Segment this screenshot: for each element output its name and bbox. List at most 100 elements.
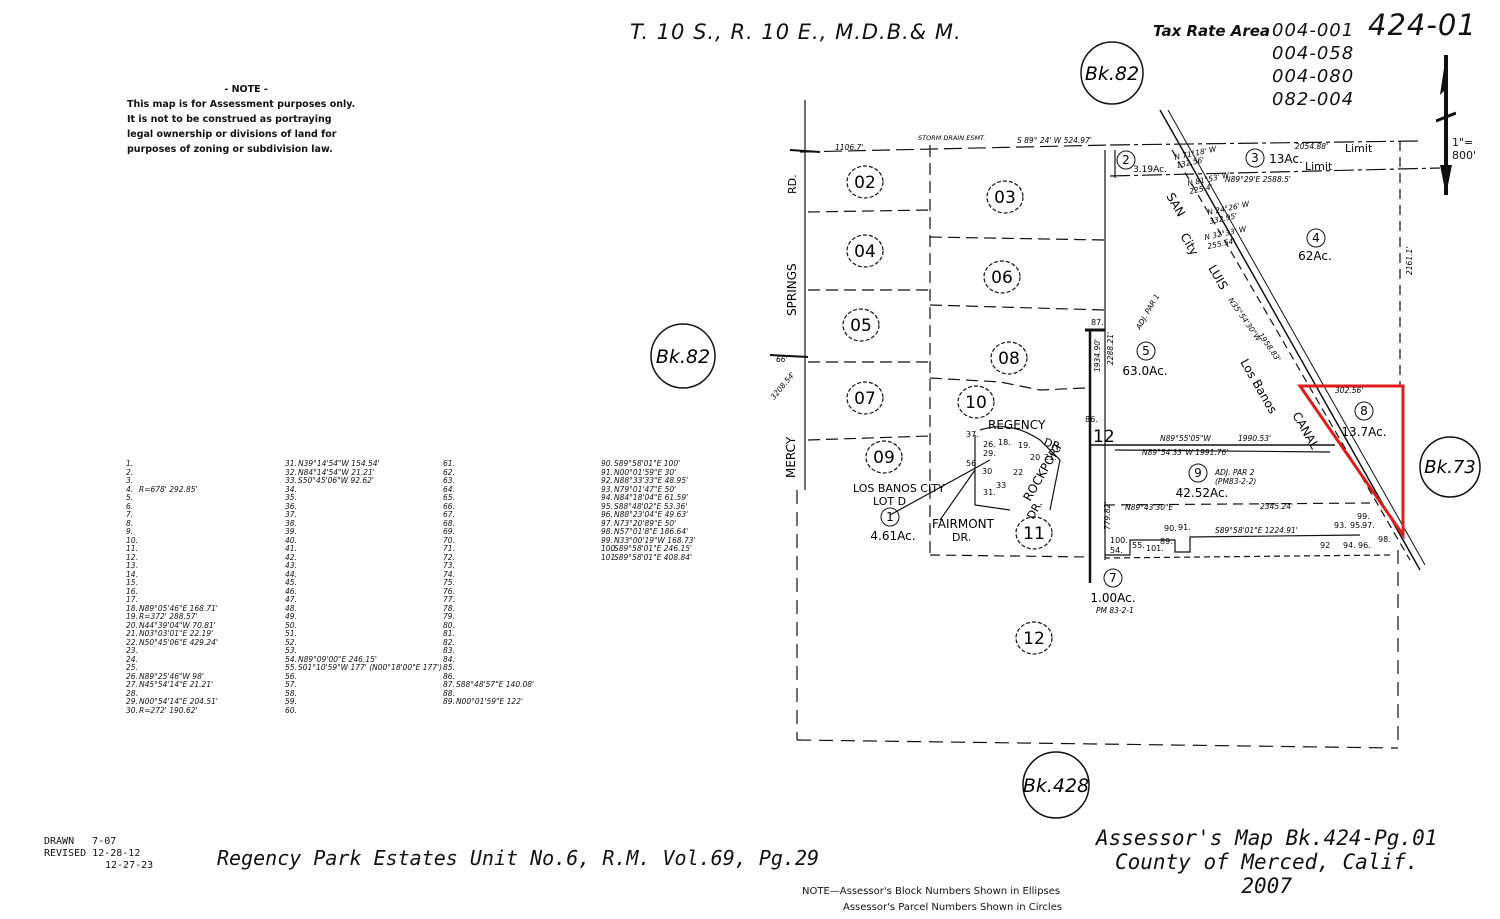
bearing-number: 27.: [126, 680, 138, 689]
bearing-value: R=678' 292.85': [139, 484, 198, 494]
canal-label: Los Banos: [1237, 357, 1279, 417]
easement-label: STORM DRAIN ESMT.: [918, 134, 985, 142]
bearing-number: 12.: [126, 552, 138, 562]
bearing-number: 75.: [443, 578, 455, 587]
bearing-value: S88°48'57"E 140.08': [456, 680, 535, 689]
limit-line: [1109, 140, 1421, 146]
bearing-row: 53.: [285, 646, 442, 656]
bearing-table-col4: 90.S89°58'01"E 100'91.N00°01'59"E 30'92.…: [601, 459, 696, 562]
parcel-number: 3: [1251, 151, 1259, 165]
bearing-row: 51.: [285, 629, 442, 639]
bearing-number: 4.: [126, 484, 134, 494]
bearing-number: 95.: [601, 501, 613, 511]
bearing-row: 59.: [285, 697, 442, 707]
bearing-number: 14.: [126, 569, 138, 579]
bearing-value: N89°09'00"E 246.15': [298, 654, 377, 664]
bearing-row: 91.N00°01'59"E 30': [601, 468, 696, 478]
bearing-number: 71.: [443, 544, 455, 553]
bearing-value: N88°33'33"E 48.95': [614, 476, 689, 485]
bearing-row: 34.: [285, 485, 442, 495]
bearing-number: 11.: [126, 544, 138, 553]
bearing-value: N88°23'04"E 49.63': [614, 510, 689, 519]
bearing-row: 18.N89°05'46"E 168.71': [126, 603, 218, 614]
street-line: [789, 149, 821, 153]
bearing-table-col1: 1.2.3.4.R=678' 292.85'5.6.7.8.9.10.11.12…: [126, 459, 218, 715]
line-number: 101.: [1146, 544, 1164, 553]
bearing-number: 77.: [443, 595, 455, 604]
bearing-row: 81.: [443, 629, 534, 639]
adj-par-label: ADJ. PAR 2: [1214, 468, 1255, 477]
lot-line: [929, 377, 1086, 391]
dimension-label: 1958.83': [1256, 331, 1282, 363]
bearing-row: 15.: [126, 578, 218, 588]
dimension-label: 2345.24': [1260, 502, 1293, 511]
bearing-row: 12.: [126, 552, 218, 563]
bearing-row: 8.: [126, 519, 218, 529]
lot-line: [1104, 554, 1391, 559]
assessor-line: County of Merced, Calif.: [1114, 850, 1419, 874]
bearing-number: 84.: [443, 654, 455, 664]
bearing-table-col2: 31.N39°14'54"W 154.54'32.N84°14'54"W 21.…: [285, 459, 442, 715]
parcel-area: 4.61Ac.: [870, 529, 915, 543]
bearing-row: 62.: [443, 468, 534, 478]
sub-block-label: 10: [965, 393, 987, 413]
north-arrow-icon: [1436, 55, 1456, 195]
line-number: 54.: [1110, 546, 1123, 555]
bearing-value: N57°01'8"E 186.64': [614, 527, 689, 536]
bearing-number: 93.: [601, 484, 613, 494]
dimension-label: S 89° 24' W 524.97': [1017, 136, 1092, 145]
line-number: 97.: [1362, 521, 1375, 530]
dimension-label: 2161.1': [1405, 247, 1414, 275]
bearing-number: 13.: [126, 561, 138, 570]
bearing-row: 36.: [285, 502, 442, 512]
bearing-number: 97.: [601, 518, 613, 528]
dimension-label: N89°55'05"W: [1160, 434, 1212, 443]
bearing-number: 46.: [285, 586, 297, 596]
bearing-number: 17.: [126, 595, 138, 604]
bearing-row: 39.: [285, 527, 442, 537]
sub-block-label: 03: [994, 188, 1016, 208]
bearing-row: 82.: [443, 638, 534, 648]
bearing-number: 78.: [443, 603, 455, 613]
bearing-row: 66.: [443, 502, 534, 512]
bearing-row: 92.N88°33'33"E 48.95': [601, 476, 696, 486]
bearing-value: S89°58'01"E 100': [614, 459, 681, 468]
bearing-number: 58.: [285, 688, 297, 698]
parcel-number: 2: [1122, 153, 1130, 167]
bearing-number: 70.: [443, 535, 455, 545]
bearing-number: 72.: [443, 552, 455, 562]
parcel-area: 62Ac.: [1298, 249, 1332, 263]
bearing-row: 47.: [285, 595, 442, 605]
parcel-number: 9: [1194, 466, 1202, 480]
road-label: MERCY: [784, 436, 798, 478]
bearing-row: 38.: [285, 519, 442, 529]
subdivision-reference: Regency Park Estates Unit No.6, R.M. Vol…: [217, 846, 820, 870]
bearing-number: 88.: [443, 688, 455, 698]
line-number: 99.: [1357, 512, 1370, 521]
line-number: 26.: [983, 440, 996, 449]
line-number: 91.: [1178, 523, 1191, 532]
bearing-row: 31.N39°14'54"W 154.54': [285, 459, 442, 469]
bearing-row: 52.: [285, 638, 442, 648]
bearing-number: 16.: [126, 586, 138, 596]
note-line: legal ownership or divisions of land for: [127, 129, 337, 140]
bearing-number: 73.: [443, 561, 455, 570]
bearing-number: 60.: [285, 705, 297, 715]
block-label: Bk.82: [1085, 63, 1139, 85]
bearing-row: 67.: [443, 510, 534, 520]
lot-line: [807, 209, 931, 213]
bearing-value: N39°14'54"W 154.54': [298, 459, 380, 468]
parcel-area: 63.0Ac.: [1122, 364, 1167, 378]
parcel-area: 3.19Ac.: [1133, 165, 1167, 175]
legend-note-line: NOTE—Assessor's Block Numbers Shown in E…: [802, 886, 1061, 897]
bearing-number: 1.: [126, 459, 134, 468]
bearing-row: 95.S88°48'02"E 53.36': [601, 501, 696, 512]
line-number: 37.: [966, 430, 979, 439]
bearing-value: N89°05'46"E 168.71': [139, 603, 218, 613]
bearing-number: 35.: [285, 493, 297, 502]
bearing-row: 64.: [443, 485, 534, 495]
assessor-line: 2007: [1241, 874, 1292, 898]
dimension-label: 1990.53': [1238, 434, 1271, 443]
bearing-row: 7.: [126, 510, 218, 520]
